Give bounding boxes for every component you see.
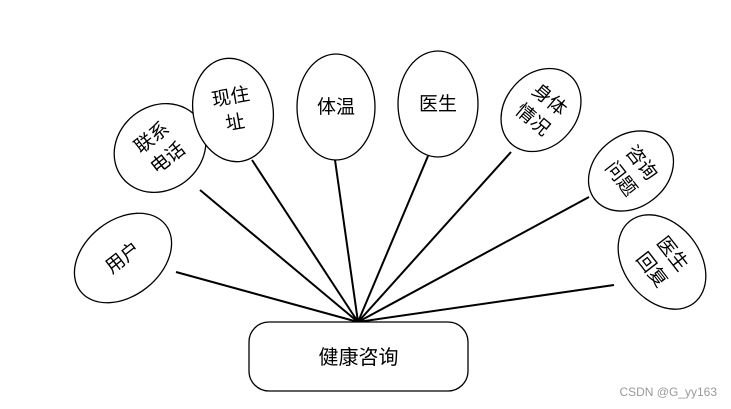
attribute-ellipse bbox=[500, 67, 582, 153]
entity-label: 健康咨询 bbox=[319, 345, 399, 369]
connector-temperature bbox=[334, 159, 359, 323]
connector-phone bbox=[199, 189, 359, 323]
attribute-label: 体温 bbox=[317, 96, 355, 118]
attribute-ellipse bbox=[587, 130, 675, 212]
connector-user bbox=[175, 271, 359, 323]
attribute-doctor: 医生 bbox=[397, 50, 479, 158]
attribute-ellipse bbox=[191, 57, 275, 163]
connector-doctor bbox=[357, 155, 429, 323]
attribute-label: 医生 bbox=[419, 93, 457, 115]
attribute-user: 用户 bbox=[73, 212, 173, 304]
connector-address bbox=[251, 159, 359, 323]
attribute-label: 址 bbox=[224, 110, 247, 135]
connector-health bbox=[357, 151, 512, 323]
attribute-ellipse bbox=[73, 212, 173, 304]
attribute-temperature: 体温 bbox=[296, 53, 376, 161]
attribute-ellipse bbox=[296, 53, 376, 161]
watermark: CSDN @G_yy163 bbox=[619, 385, 717, 399]
entity-health-consult: 健康咨询 bbox=[248, 321, 469, 392]
connector-question bbox=[357, 196, 590, 323]
connector-lines bbox=[175, 151, 615, 323]
entity-box bbox=[248, 321, 469, 392]
attribute-ellipse bbox=[617, 214, 707, 310]
attribute-ellipse bbox=[397, 50, 479, 158]
connector-reply bbox=[357, 284, 615, 323]
attribute-address: 现住址 bbox=[191, 57, 275, 163]
